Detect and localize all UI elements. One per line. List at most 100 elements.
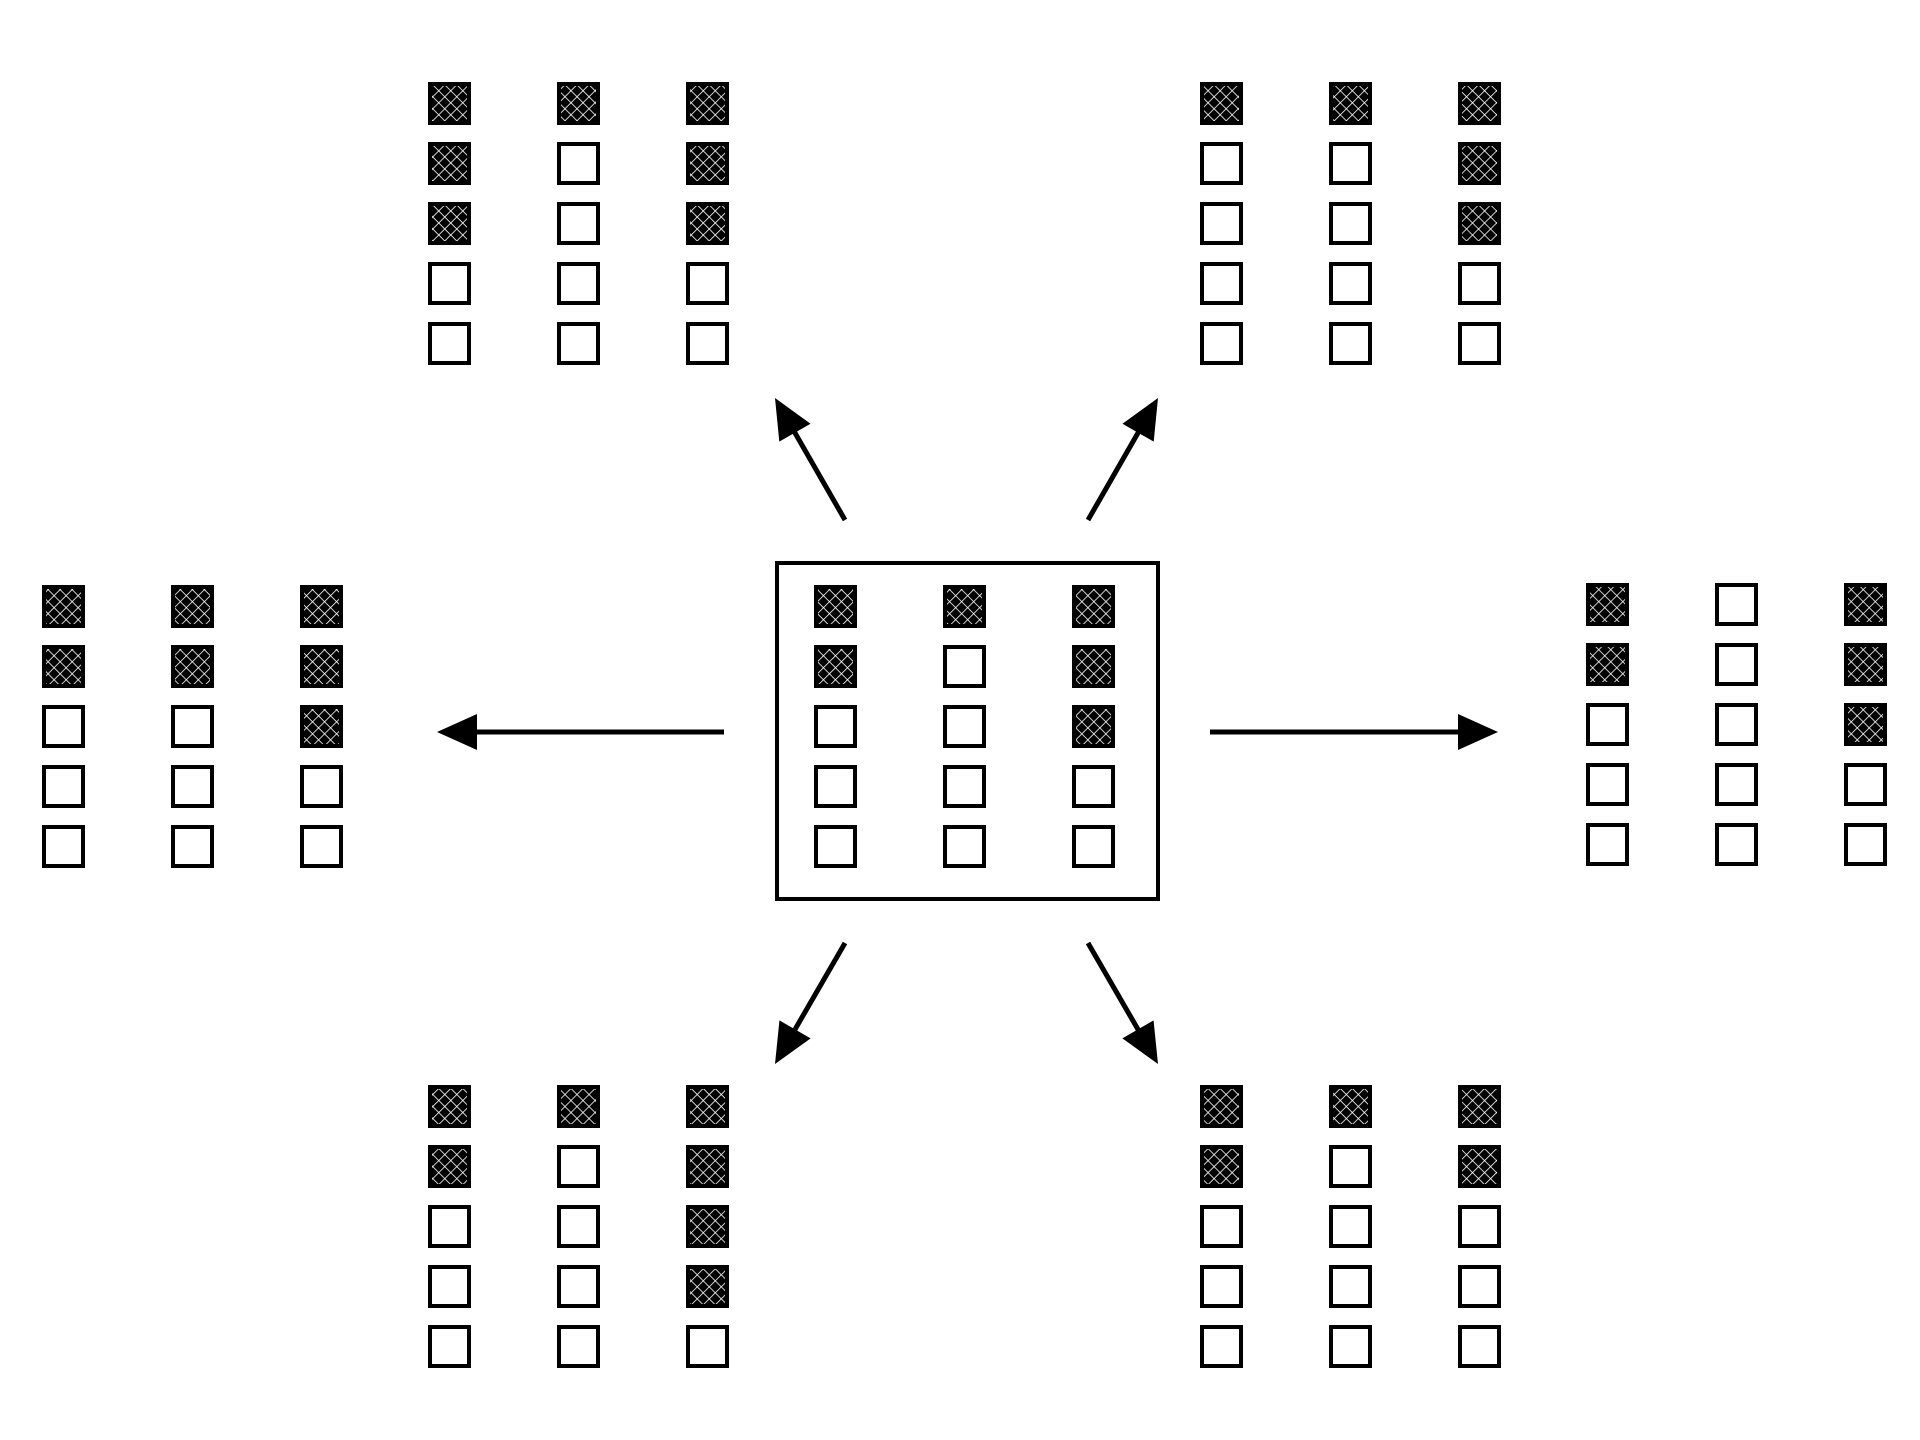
empty-cell bbox=[171, 765, 214, 808]
filled-cell bbox=[943, 585, 986, 628]
filled-cell bbox=[1329, 82, 1372, 125]
empty-cell bbox=[814, 705, 857, 748]
arrow-right bbox=[1210, 714, 1498, 750]
empty-cell bbox=[1200, 1265, 1243, 1308]
filled-cell bbox=[1200, 82, 1243, 125]
empty-cell bbox=[1200, 142, 1243, 185]
empty-cell bbox=[1586, 703, 1629, 746]
filled-cell bbox=[686, 202, 729, 245]
empty-cell bbox=[1329, 1325, 1372, 1368]
arrowhead bbox=[775, 1020, 811, 1064]
grid-top-right bbox=[1200, 82, 1501, 365]
empty-cell bbox=[428, 1265, 471, 1308]
filled-cell bbox=[1200, 1145, 1243, 1188]
arrow-up-left bbox=[775, 398, 848, 522]
empty-cell bbox=[1200, 322, 1243, 365]
filled-cell bbox=[428, 142, 471, 185]
empty-cell bbox=[171, 705, 214, 748]
filled-cell bbox=[1072, 585, 1115, 628]
filled-cell bbox=[1586, 643, 1629, 686]
arrow-down-right bbox=[1085, 941, 1158, 1064]
filled-cell bbox=[428, 1145, 471, 1188]
empty-cell bbox=[1715, 583, 1758, 626]
filled-cell bbox=[171, 585, 214, 628]
filled-cell bbox=[557, 82, 600, 125]
empty-cell bbox=[1458, 322, 1501, 365]
filled-cell bbox=[1329, 1085, 1372, 1128]
empty-cell bbox=[1458, 1205, 1501, 1248]
filled-cell bbox=[686, 1145, 729, 1188]
empty-cell bbox=[814, 825, 857, 868]
filled-cell bbox=[428, 202, 471, 245]
empty-cell bbox=[1715, 703, 1758, 746]
empty-cell bbox=[557, 142, 600, 185]
filled-cell bbox=[300, 585, 343, 628]
center-frame bbox=[775, 561, 1160, 901]
filled-cell bbox=[1458, 142, 1501, 185]
filled-cell bbox=[1072, 705, 1115, 748]
filled-cell bbox=[428, 82, 471, 125]
empty-cell bbox=[171, 825, 214, 868]
empty-cell bbox=[1072, 765, 1115, 808]
filled-cell bbox=[1844, 703, 1887, 746]
arrow-shaft bbox=[791, 941, 848, 1033]
grid-center bbox=[814, 585, 1115, 868]
filled-cell bbox=[686, 1205, 729, 1248]
arrow-shaft bbox=[1085, 941, 1142, 1033]
empty-cell bbox=[943, 705, 986, 748]
empty-cell bbox=[1200, 262, 1243, 305]
filled-cell bbox=[1458, 202, 1501, 245]
empty-cell bbox=[557, 1145, 600, 1188]
empty-cell bbox=[1715, 823, 1758, 866]
empty-cell bbox=[557, 262, 600, 305]
empty-cell bbox=[1586, 763, 1629, 806]
arrowhead bbox=[775, 398, 811, 442]
filled-cell bbox=[300, 645, 343, 688]
filled-cell bbox=[1200, 1085, 1243, 1128]
empty-cell bbox=[557, 1205, 600, 1248]
empty-cell bbox=[428, 1205, 471, 1248]
arrowhead bbox=[1122, 1020, 1158, 1064]
empty-cell bbox=[1329, 202, 1372, 245]
empty-cell bbox=[1329, 262, 1372, 305]
empty-cell bbox=[1844, 763, 1887, 806]
empty-cell bbox=[1586, 823, 1629, 866]
empty-cell bbox=[300, 825, 343, 868]
grid-right bbox=[1586, 583, 1887, 866]
empty-cell bbox=[1458, 1265, 1501, 1308]
arrowhead bbox=[1458, 714, 1498, 750]
empty-cell bbox=[686, 1325, 729, 1368]
filled-cell bbox=[300, 705, 343, 748]
filled-cell bbox=[686, 1265, 729, 1308]
arrow-up-right bbox=[1085, 398, 1158, 522]
empty-cell bbox=[1200, 1325, 1243, 1368]
filled-cell bbox=[814, 585, 857, 628]
filled-cell bbox=[1072, 645, 1115, 688]
filled-cell bbox=[686, 82, 729, 125]
empty-cell bbox=[428, 322, 471, 365]
empty-cell bbox=[1715, 763, 1758, 806]
empty-cell bbox=[557, 1325, 600, 1368]
empty-cell bbox=[943, 645, 986, 688]
empty-cell bbox=[557, 202, 600, 245]
empty-cell bbox=[428, 1325, 471, 1368]
empty-cell bbox=[1329, 1205, 1372, 1248]
grid-bottom-left bbox=[428, 1085, 729, 1368]
empty-cell bbox=[42, 825, 85, 868]
empty-cell bbox=[1715, 643, 1758, 686]
filled-cell bbox=[814, 645, 857, 688]
empty-cell bbox=[1329, 1265, 1372, 1308]
empty-cell bbox=[300, 765, 343, 808]
filled-cell bbox=[1458, 1145, 1501, 1188]
filled-cell bbox=[171, 645, 214, 688]
empty-cell bbox=[1200, 202, 1243, 245]
grid-left bbox=[42, 585, 343, 868]
empty-cell bbox=[1072, 825, 1115, 868]
grid-layer bbox=[42, 82, 1887, 1368]
empty-cell bbox=[1329, 1145, 1372, 1188]
empty-cell bbox=[1458, 262, 1501, 305]
filled-cell bbox=[1458, 1085, 1501, 1128]
arrow-left bbox=[437, 714, 724, 750]
